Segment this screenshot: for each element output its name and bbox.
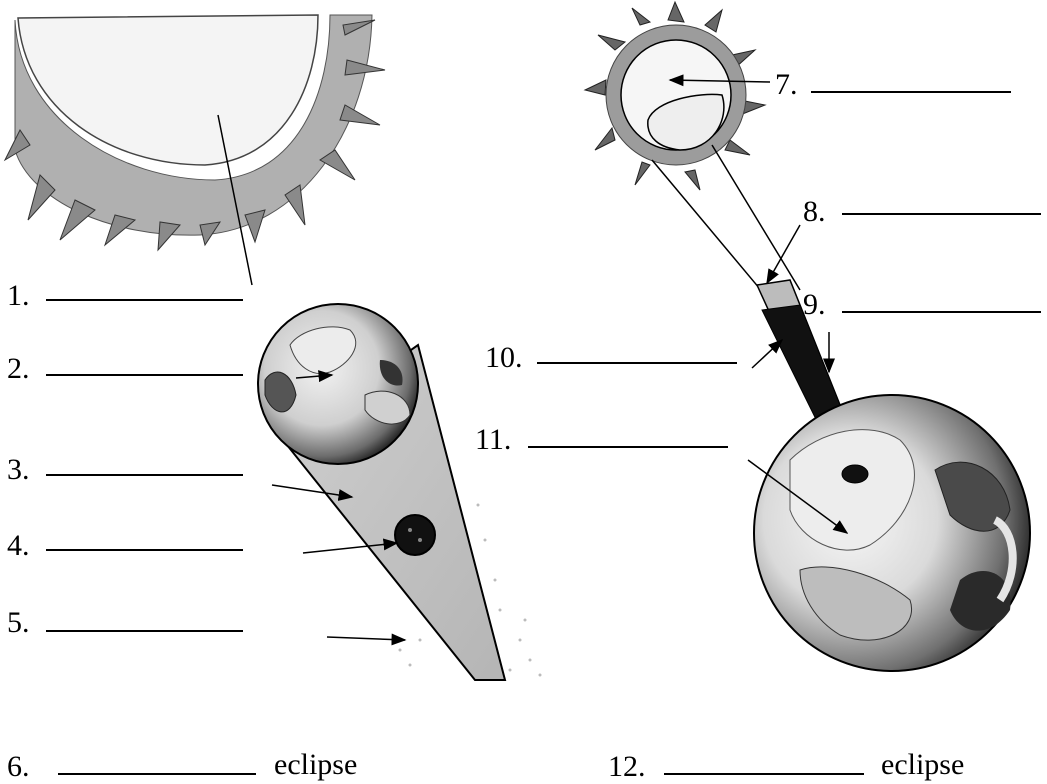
- answer-line-11[interactable]: [528, 446, 728, 448]
- label-5: 5.: [7, 608, 30, 638]
- shadow-spot: [842, 465, 868, 483]
- sun-right: [585, 2, 765, 190]
- pointer-8: [767, 225, 800, 283]
- answer-line-10[interactable]: [537, 362, 737, 364]
- answer-line-2[interactable]: [46, 374, 243, 376]
- label-3: 3.: [7, 455, 30, 485]
- eclipse-word-left: eclipse: [274, 750, 357, 780]
- answer-line-4[interactable]: [46, 549, 243, 551]
- label-12: 12.: [608, 752, 646, 782]
- answer-line-5[interactable]: [46, 630, 243, 632]
- label-1: 1.: [7, 281, 30, 311]
- label-11: 11.: [475, 425, 511, 455]
- sun-left: [5, 15, 385, 250]
- eclipse-word-right: eclipse: [881, 750, 964, 780]
- answer-line-12[interactable]: [664, 773, 864, 775]
- answer-line-7[interactable]: [811, 91, 1011, 93]
- answer-line-6[interactable]: [58, 773, 256, 775]
- pointer-5: [327, 637, 405, 640]
- moon-left: [395, 515, 435, 555]
- earth-right: [754, 395, 1030, 671]
- label-7: 7.: [775, 70, 798, 100]
- label-2: 2.: [7, 354, 30, 384]
- earth-left: [258, 304, 418, 464]
- answer-line-3[interactable]: [46, 474, 243, 476]
- label-4: 4.: [7, 531, 30, 561]
- label-8: 8.: [803, 197, 826, 227]
- label-6: 6.: [7, 752, 30, 782]
- label-10: 10.: [485, 343, 523, 373]
- label-9: 9.: [803, 290, 826, 320]
- answer-line-9[interactable]: [842, 311, 1041, 313]
- pointer-10: [752, 340, 782, 368]
- answer-line-1[interactable]: [46, 299, 243, 301]
- answer-line-8[interactable]: [842, 213, 1041, 215]
